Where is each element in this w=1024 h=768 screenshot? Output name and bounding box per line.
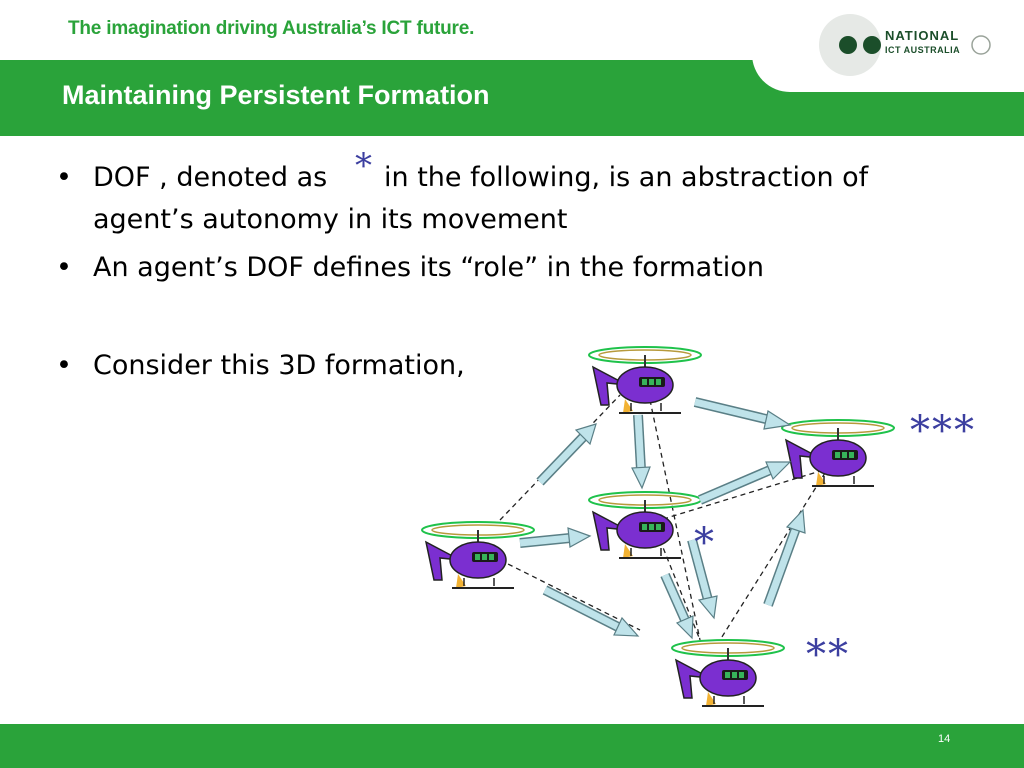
arrow-bottom-to-right [763,508,806,607]
arrow-center-to-bottom [660,572,694,640]
bullet-text-role: An agent’s DOF defines its “role” in the… [93,252,764,283]
dof-label-bottom: ** [806,632,850,678]
footer-bar [0,724,1024,768]
dof-label-center: * [694,520,716,566]
helicopter-right [781,419,895,487]
tagline: The imagination driving Australia’s ICT … [68,18,475,39]
bullet-marker: • [56,252,72,283]
arrow-top-to-right [693,397,792,430]
nicta-logo [819,14,991,76]
bullet-marker: • [56,350,72,381]
arrow-left-to-center [519,527,592,548]
bullet-marker: • [56,162,72,193]
helicopter-bottom [671,639,785,707]
page-number: 14 [938,733,951,745]
arrow-top-to-center [631,414,651,490]
logo-text-ict-australia: ICT AUSTRALIA [885,45,961,55]
bullet-text-dof-b: in the following, is an abstraction of [384,162,869,193]
helicopter-left [421,521,535,589]
slide-title: Maintaining Persistent Formation [62,80,490,110]
helicopter-center [588,491,702,559]
arrow-left-to-bottom [542,585,640,637]
bullet-text-dof-line2: agent’s autonomy in its movement [93,204,568,235]
inline-dof-star: * [355,146,372,186]
arrow-left-to-top [536,423,597,486]
bullet-text-dof-a: DOF , denoted as [93,162,328,193]
bullet-text-3d: Consider this 3D formation, [93,350,465,381]
logo-area [752,0,1024,92]
helicopter-top [588,346,702,414]
logo-text-national: NATIONAL [885,28,960,43]
arrow-center-to-right [698,461,792,505]
dof-label-right: *** [910,408,976,454]
